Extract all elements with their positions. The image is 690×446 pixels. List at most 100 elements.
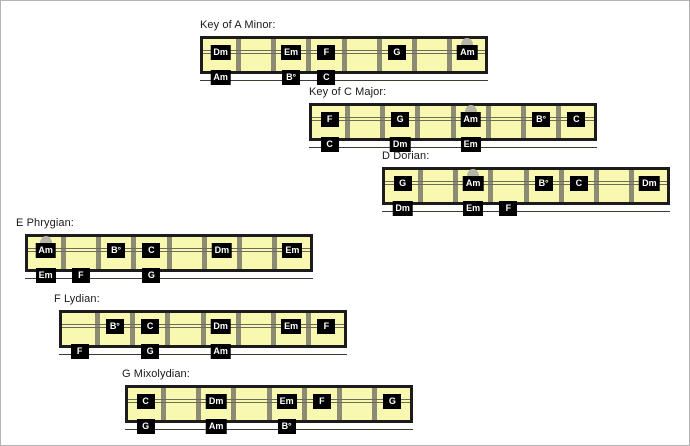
fret-line xyxy=(200,313,206,345)
melody-string-line xyxy=(128,402,410,403)
chord-label: G xyxy=(383,394,402,409)
melody-string-line xyxy=(312,117,594,118)
fret-line xyxy=(521,106,526,138)
fret-line xyxy=(266,388,272,420)
fret-line xyxy=(417,170,423,202)
chord-label: B° xyxy=(534,176,553,191)
fret-line xyxy=(412,39,417,71)
chord-label: Dm xyxy=(392,201,413,216)
fret-line xyxy=(201,237,207,269)
fret-line xyxy=(380,106,385,138)
fret-line xyxy=(372,388,378,420)
bass-string-line xyxy=(200,80,488,81)
fret-line xyxy=(453,170,458,202)
fret-line xyxy=(447,39,453,71)
chord-label: B° xyxy=(107,243,126,258)
chord-label: Em xyxy=(463,201,484,216)
chord-label: F xyxy=(317,45,336,60)
fret-line xyxy=(235,313,241,345)
chord-label: Am xyxy=(460,112,481,127)
bass-string-line xyxy=(25,278,313,279)
chord-label: G xyxy=(387,45,406,60)
chord-label: F xyxy=(317,319,336,334)
fret-line xyxy=(237,237,242,269)
chord-label: B° xyxy=(532,112,551,127)
fret-line xyxy=(131,237,137,269)
chord-label: F xyxy=(499,201,518,216)
fret-line xyxy=(629,170,635,202)
fret-line xyxy=(272,237,278,269)
fret-line xyxy=(271,313,276,345)
bass-string-line xyxy=(59,354,347,355)
chord-label: C xyxy=(567,112,586,127)
chord-label: B° xyxy=(105,319,124,334)
fret-line xyxy=(488,170,494,202)
fret-line xyxy=(594,170,599,202)
chord-label: B° xyxy=(282,70,301,85)
melody-string-line xyxy=(28,248,310,249)
chord-label: Dm xyxy=(389,137,411,152)
chord-label: Em xyxy=(281,319,302,334)
fret-line xyxy=(344,106,350,138)
chord-label: Dm xyxy=(211,243,233,258)
chord-label: C xyxy=(142,243,161,258)
fret-line xyxy=(96,237,101,269)
melody-string-line xyxy=(312,120,594,121)
chord-label: G xyxy=(141,344,160,359)
fret-line xyxy=(415,106,421,138)
chord-label: F xyxy=(320,112,339,127)
fret-line xyxy=(556,106,562,138)
melody-string-line xyxy=(28,251,310,252)
melody-string-line xyxy=(128,399,410,400)
chord-label: F xyxy=(71,268,90,283)
chord-label: C xyxy=(141,319,160,334)
chord-label: Dm xyxy=(210,319,231,334)
chord-label: C xyxy=(317,70,336,85)
chord-label: F xyxy=(70,344,89,359)
bass-string-line xyxy=(125,429,413,430)
chord-label: Am xyxy=(457,45,478,60)
chord-label: G xyxy=(136,419,155,434)
fret-line xyxy=(231,388,237,420)
fret-line xyxy=(301,388,307,420)
fret-line xyxy=(341,39,347,71)
fret-line xyxy=(485,106,491,138)
fret-line xyxy=(337,388,342,420)
fret-line xyxy=(558,170,564,202)
fret-line xyxy=(166,237,172,269)
bass-string-line xyxy=(382,211,670,212)
chord-label: Dm xyxy=(639,176,660,191)
diagram-title: Key of C Major: xyxy=(309,86,387,98)
chord-label: Am xyxy=(205,419,227,434)
melody-string-line xyxy=(62,327,344,328)
melody-string-line xyxy=(385,184,667,185)
chord-label: Em xyxy=(276,394,297,409)
bass-string-line xyxy=(309,147,597,148)
melody-string-line xyxy=(62,324,344,325)
chord-label: Am xyxy=(210,70,231,85)
melody-string-line xyxy=(203,50,485,51)
chord-label: Am xyxy=(210,344,231,359)
diagram-title: Key of A Minor: xyxy=(200,19,276,31)
fret-line xyxy=(306,313,312,345)
chord-label: C xyxy=(569,176,588,191)
chord-label: Em xyxy=(281,45,302,60)
fret-line xyxy=(306,39,312,71)
fret-line xyxy=(235,39,241,71)
chord-label: Em xyxy=(282,243,303,258)
chord-label: G xyxy=(391,112,410,127)
chord-label: Dm xyxy=(205,394,227,409)
diagram-title: E Phrygian: xyxy=(16,217,74,229)
fret-line xyxy=(160,388,166,420)
fret-line xyxy=(271,39,276,71)
diagram-title: D Dorian: xyxy=(382,150,430,162)
fret-line xyxy=(196,388,201,420)
fret-line xyxy=(60,237,66,269)
chord-label: Em xyxy=(460,137,481,152)
chord-label: Am xyxy=(35,243,56,258)
